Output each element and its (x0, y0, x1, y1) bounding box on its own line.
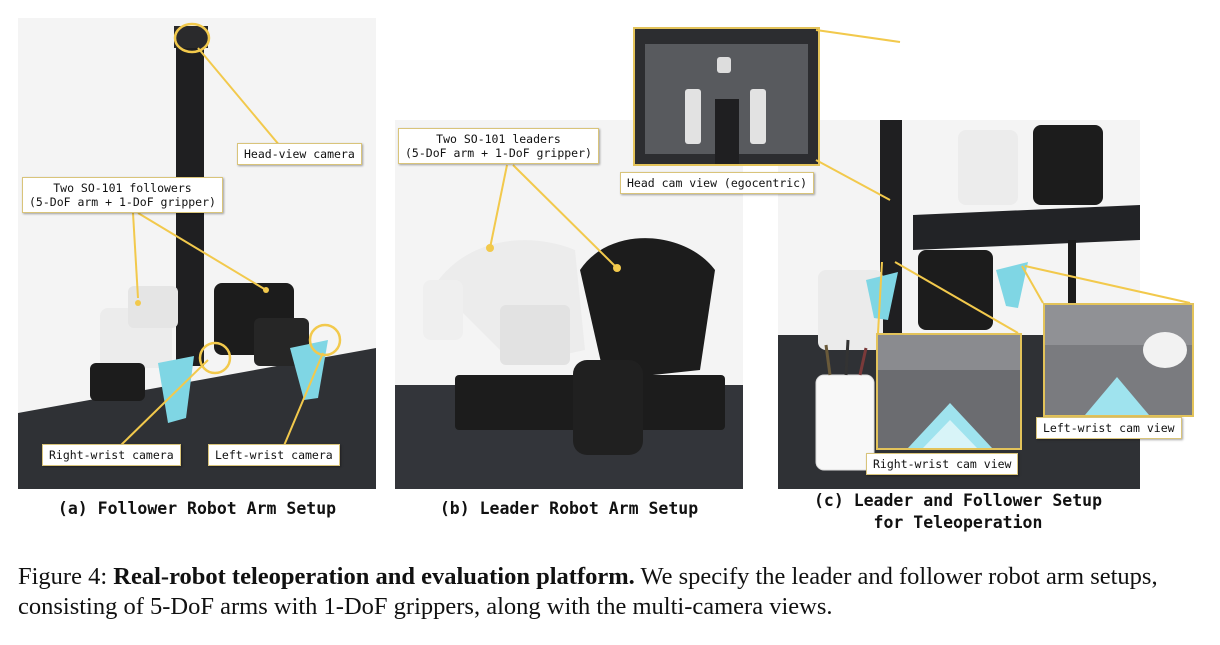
head-camera-mount (174, 26, 208, 48)
head-cam-view-illustration (635, 29, 818, 164)
callout-two-followers: Two SO-101 followers (5-DoF arm + 1-DoF … (22, 177, 223, 213)
callout-right-wrist-camera: Right-wrist camera (42, 444, 181, 466)
left-wrist-cam-inset (1043, 303, 1194, 417)
callout-head-view-camera: Head-view camera (237, 143, 362, 165)
callout-two-leaders: Two SO-101 leaders (5-DoF arm + 1-DoF gr… (398, 128, 599, 164)
figure-caption: Figure 4: Real-robot teleoperation and e… (18, 562, 1208, 622)
figure-title: Real-robot teleoperation and evaluation … (113, 563, 635, 590)
figure-body: We specify the leader and follower robot… (18, 563, 1158, 620)
panel-b-photo (395, 120, 743, 489)
callout-left-wrist-cam-view: Left-wrist cam view (1036, 417, 1182, 439)
subcaption-c: (c) Leader and Follower Setup for Teleop… (813, 491, 1103, 532)
right-wrist-view-illustration (878, 335, 1020, 448)
callout-left-wrist-camera: Left-wrist camera (208, 444, 340, 466)
left-wrist-view-illustration (1045, 305, 1192, 415)
right-wrist-cam-inset (876, 333, 1022, 450)
panel-a-photo (18, 18, 376, 489)
subcaption-b: (b) Leader Robot Arm Setup (439, 499, 699, 518)
subcaption-a: (a) Follower Robot Arm Setup (57, 499, 337, 518)
follower-setup-illustration (18, 18, 376, 489)
head-camera-highlight (173, 22, 211, 54)
callout-right-wrist-cam-view: Right-wrist cam view (866, 453, 1019, 475)
head-cam-inset (633, 27, 820, 166)
callout-head-cam-view: Head cam view (egocentric) (620, 172, 815, 194)
figure-label: Figure 4: (18, 563, 108, 590)
